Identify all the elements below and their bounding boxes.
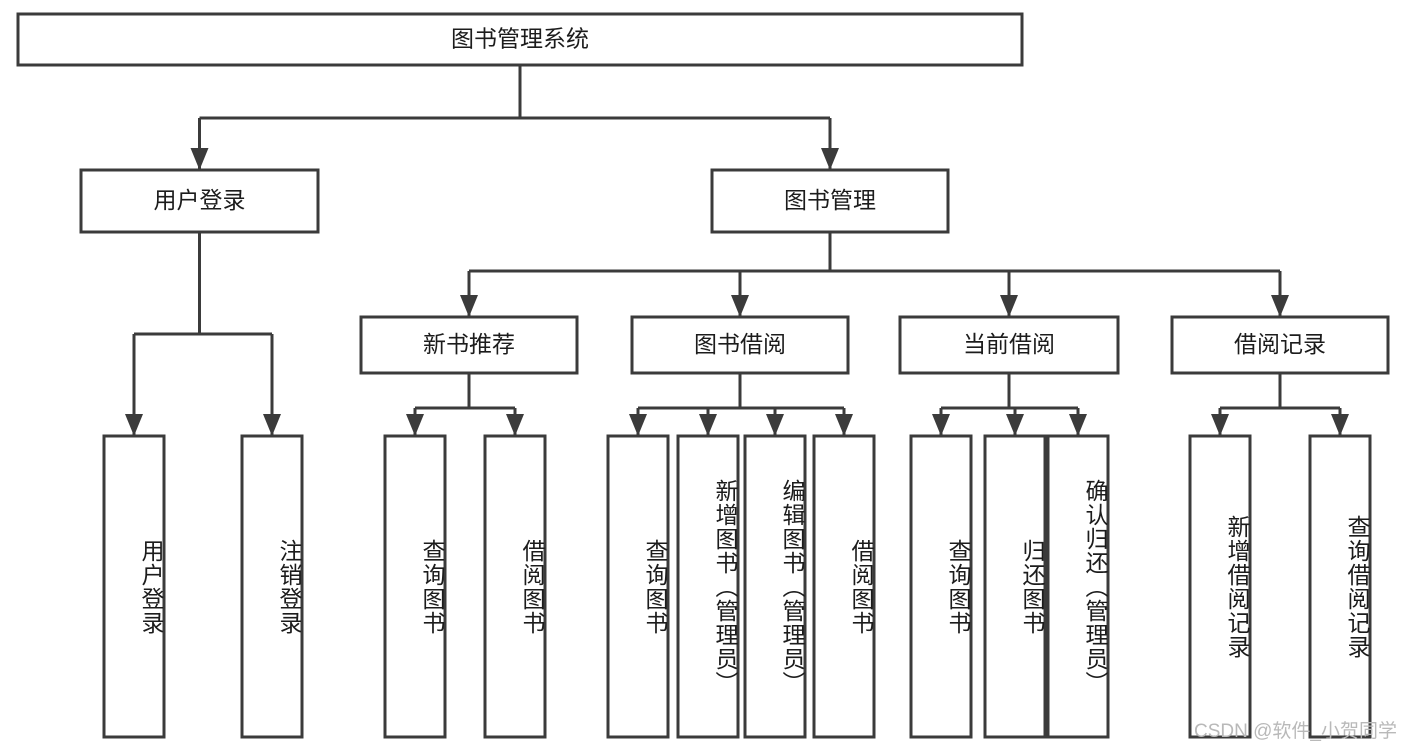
arrow-head-icon [766,414,784,436]
node-leaf-add-book[interactable] [676,434,740,739]
node-book-manage[interactable] [710,168,950,234]
arrow-head-icon [821,148,839,170]
arrow-head-icon [1006,414,1024,436]
arrow-head-icon [1331,414,1349,436]
edge-layer [125,65,1349,436]
node-leaf-add-record[interactable] [1188,434,1252,739]
node-root[interactable] [16,12,1024,67]
arrow-head-icon [263,414,281,436]
node-book-manage-label: 图书管理 [784,187,876,213]
watermark-text: CSDN @软件_小贺同学 [1194,721,1397,742]
node-leaf-return-book[interactable] [983,434,1047,739]
arrow-head-icon [1000,295,1018,317]
node-user-login-label: 用户登录 [154,187,246,213]
node-leaf-query-book-3[interactable] [909,434,973,739]
node-leaf-borrow-book-2[interactable] [812,434,876,739]
node-leaf-query-book-2[interactable] [606,434,670,739]
node-leaf-edit-book[interactable] [743,434,807,739]
arrow-head-icon [406,414,424,436]
arrow-head-icon [125,414,143,436]
arrow-head-icon [1271,295,1289,317]
arrow-head-icon [835,414,853,436]
node-leaf-borrow-book-1[interactable] [483,434,547,739]
node-book-borrow[interactable] [630,315,850,375]
node-new-book-rec[interactable] [359,315,579,375]
node-user-login[interactable] [79,168,320,234]
node-leaf-user-login[interactable] [102,434,166,739]
node-new-book-rec-label: 新书推荐 [423,331,515,357]
node-root-label: 图书管理系统 [451,26,589,52]
node-leaf-user-logout[interactable] [240,434,304,739]
arrow-head-icon [190,148,209,170]
node-leaf-query-book-1[interactable] [383,434,447,739]
node-borrow-record[interactable] [1170,315,1390,375]
node-book-borrow-label: 图书借阅 [694,331,786,357]
node-borrow-record-label: 借阅记录 [1234,331,1326,357]
arrow-head-icon [506,414,524,436]
node-leaf-confirm-return[interactable] [1046,434,1110,739]
arrow-head-icon [1069,414,1087,436]
node-leaf-query-record[interactable] [1308,434,1372,739]
box-layer [16,12,1390,739]
arrow-head-icon [629,414,647,436]
arrow-head-icon [731,295,749,317]
node-current-borrow-label: 当前借阅 [963,331,1055,357]
arrow-head-icon [932,414,950,436]
node-current-borrow[interactable] [898,315,1120,375]
arrow-head-icon [460,295,478,317]
arrow-head-icon [699,414,717,436]
arrow-head-icon [1211,414,1229,436]
